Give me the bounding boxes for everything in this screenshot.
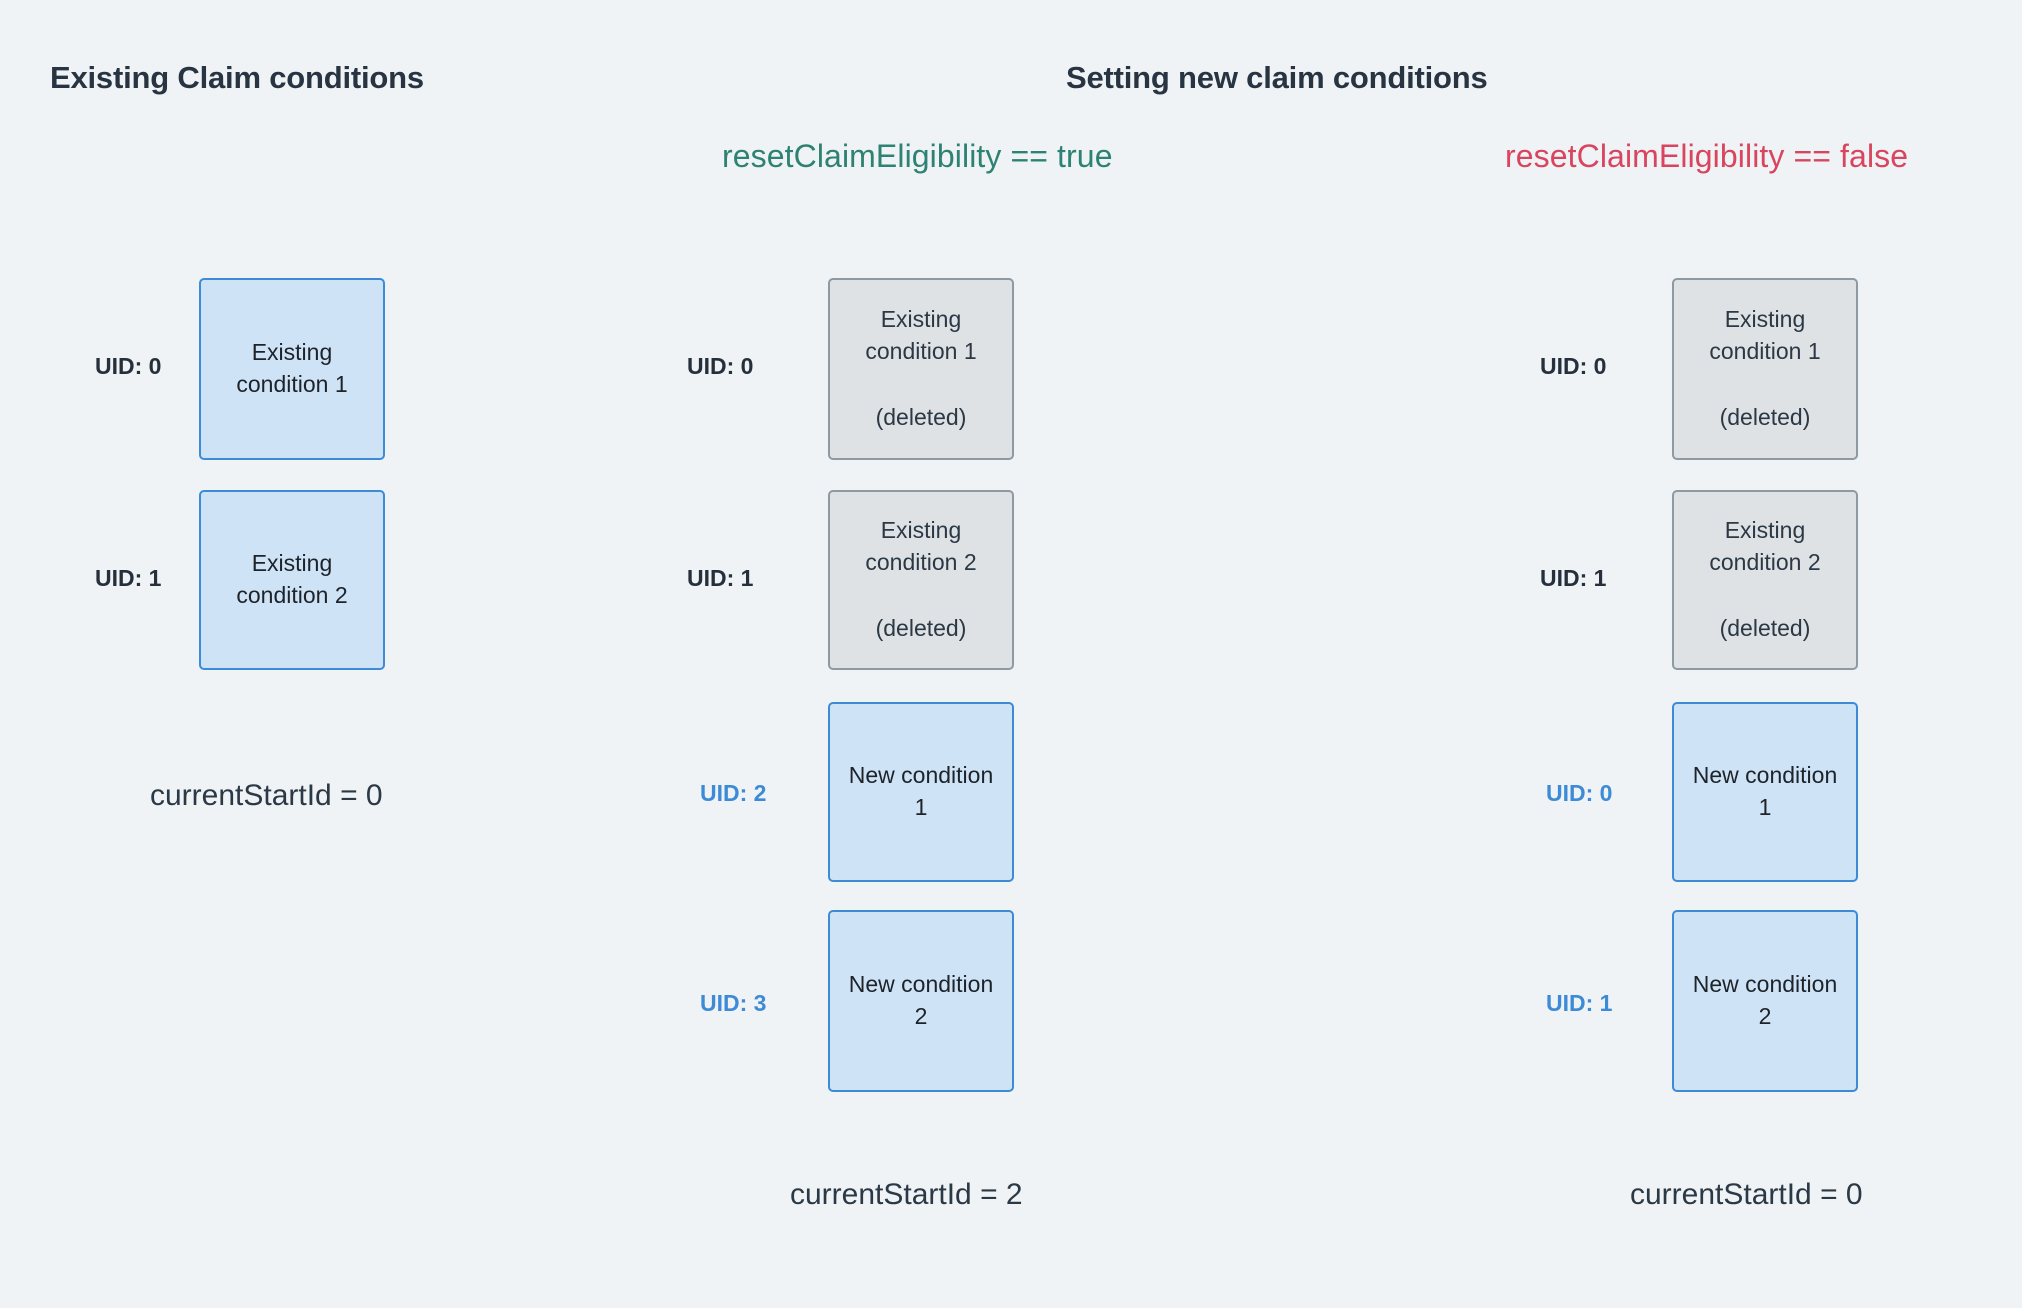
condition-box-title: Existing condition 1 [1709, 306, 1821, 365]
condition-box-title: New condition 1 [848, 762, 994, 820]
page-title-existing: Existing Claim conditions [50, 60, 424, 95]
reset-eligibility-false-label: resetClaimEligibility == false [1505, 138, 1909, 174]
uid-label: UID: 3 [700, 990, 767, 1016]
condition-box[interactable]: New condition 2 [828, 910, 1014, 1092]
condition-box[interactable]: Existing condition 1 [199, 278, 385, 460]
condition-box-title: Existing condition 1 [865, 306, 977, 365]
uid-label: UID: 0 [1540, 353, 1607, 379]
condition-box-status: (deleted) [875, 403, 967, 430]
uid-label: UID: 1 [1546, 990, 1613, 1016]
condition-box-title: Existing condition 2 [236, 550, 348, 608]
condition-box[interactable]: Existing condition 2 (deleted) [1672, 490, 1858, 670]
condition-box-title: Existing condition 1 [236, 339, 348, 397]
condition-box-status: (deleted) [875, 614, 967, 641]
condition-box-title: New condition 1 [1692, 762, 1838, 820]
condition-box-title: Existing condition 2 [1709, 517, 1821, 576]
uid-label: UID: 1 [95, 565, 162, 591]
uid-label: UID: 0 [1546, 780, 1613, 806]
uid-label: UID: 2 [700, 780, 767, 806]
reset-eligibility-true-label: resetClaimEligibility == true [722, 138, 1113, 174]
condition-box-title: New condition 2 [848, 971, 994, 1029]
condition-box[interactable]: Existing condition 2 (deleted) [828, 490, 1014, 670]
uid-label: UID: 0 [95, 353, 162, 379]
condition-box-status: (deleted) [1719, 614, 1811, 641]
current-start-id-reset-false: currentStartId = 0 [1630, 1178, 1863, 1211]
page-title-new: Setting new claim conditions [1066, 60, 1488, 95]
uid-label: UID: 1 [1540, 565, 1607, 591]
condition-box[interactable]: Existing condition 2 [199, 490, 385, 670]
condition-box[interactable]: Existing condition 1 (deleted) [828, 278, 1014, 460]
condition-box[interactable]: New condition 2 [1672, 910, 1858, 1092]
condition-box-title: Existing condition 2 [865, 517, 977, 576]
uid-label: UID: 0 [687, 353, 754, 379]
condition-box[interactable]: New condition 1 [1672, 702, 1858, 882]
current-start-id-reset-true: currentStartId = 2 [790, 1178, 1023, 1211]
condition-box-status: (deleted) [1719, 403, 1811, 430]
current-start-id-existing: currentStartId = 0 [150, 779, 383, 812]
uid-label: UID: 1 [687, 565, 754, 591]
condition-box-title: New condition 2 [1692, 971, 1838, 1029]
condition-box[interactable]: New condition 1 [828, 702, 1014, 882]
condition-box[interactable]: Existing condition 1 (deleted) [1672, 278, 1858, 460]
